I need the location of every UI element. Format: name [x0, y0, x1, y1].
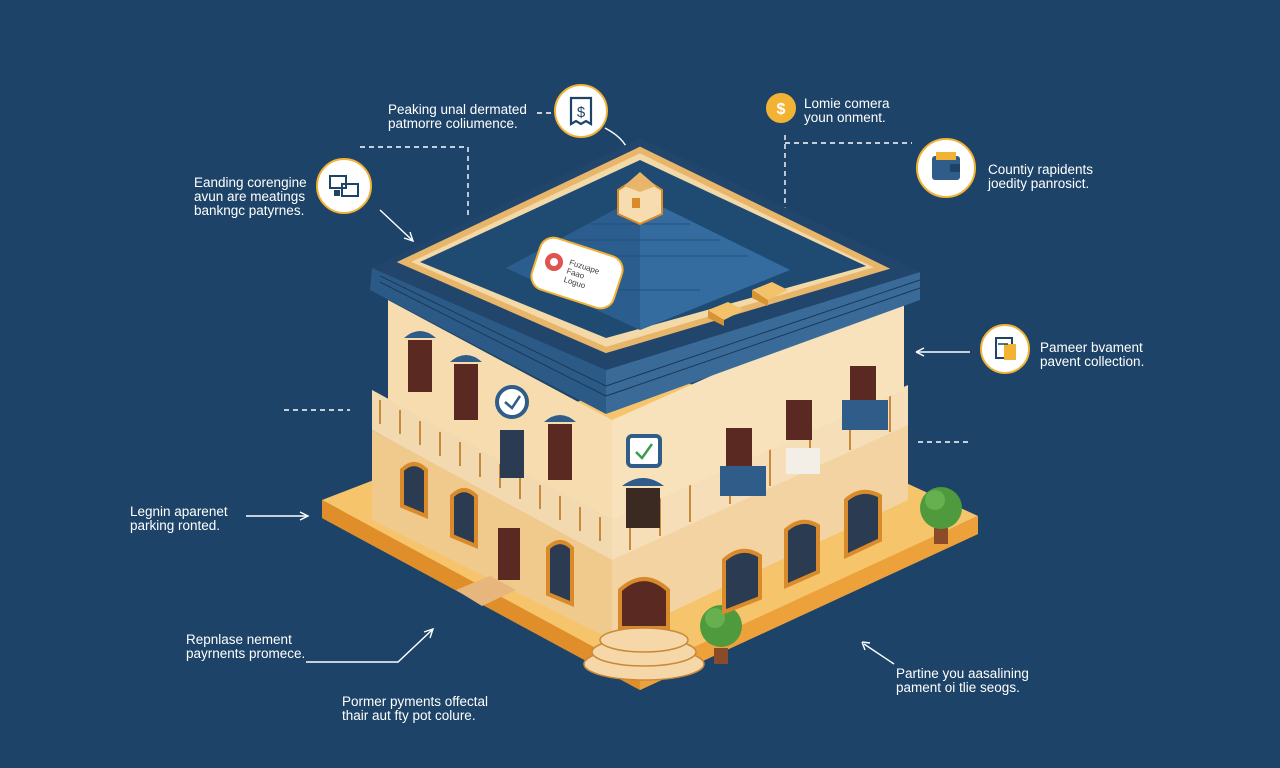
side-steps	[456, 576, 516, 606]
main-door	[618, 577, 670, 630]
tree-right	[920, 487, 962, 544]
cash-notes-icon	[316, 158, 372, 214]
label-right-middle: Pameer bvament pavent collection.	[1040, 340, 1145, 369]
lower-wall-right	[612, 420, 908, 640]
roof-front-right	[606, 272, 920, 414]
balustrade	[379, 394, 891, 550]
upper-windows-right	[622, 366, 888, 528]
coin-dollar-icon: $	[766, 93, 796, 123]
wall-emblem	[626, 434, 662, 468]
roof-crates	[708, 282, 788, 326]
label-left-upper: Eanding corengine avun are meatings bank…	[194, 175, 307, 218]
label-top-right-coin: Lomie comera youn onment.	[804, 96, 890, 125]
arrows	[246, 127, 970, 665]
balcony-left	[372, 390, 612, 560]
lower-windows-right	[722, 489, 882, 615]
label-bottom-center: Pormer pyments offectal thair aut fty po…	[342, 694, 489, 723]
wall-clock	[495, 385, 529, 419]
receipt-dollar-icon: $	[554, 84, 608, 138]
label-right-upper: Countiy rapidents joedity panrosict.	[988, 162, 1094, 191]
tree-left	[700, 605, 742, 664]
side-door	[498, 528, 520, 580]
svg-text:$: $	[577, 104, 586, 121]
upper-windows-left	[404, 331, 576, 480]
label-left-lower: Repnlase nement payrnents promece.	[186, 632, 306, 661]
leader-lines	[284, 112, 972, 443]
svg-text:$: $	[777, 101, 786, 118]
upper-wall-right	[612, 290, 904, 520]
roof-front-left	[370, 268, 606, 414]
document-icon	[980, 324, 1030, 374]
label-right-lower: Partine you aasalining pament oi tlie se…	[896, 666, 1029, 695]
front-steps	[583, 627, 705, 681]
label-left-middle: Legnin aparenet parking ronted.	[130, 504, 228, 533]
lower-windows-left	[400, 462, 574, 607]
wallet-icon	[916, 138, 976, 198]
roof-tiles	[379, 275, 921, 397]
label-top-center: Peaking unal dermated patmorre coliumenc…	[388, 102, 527, 131]
roof-sign	[530, 236, 624, 310]
